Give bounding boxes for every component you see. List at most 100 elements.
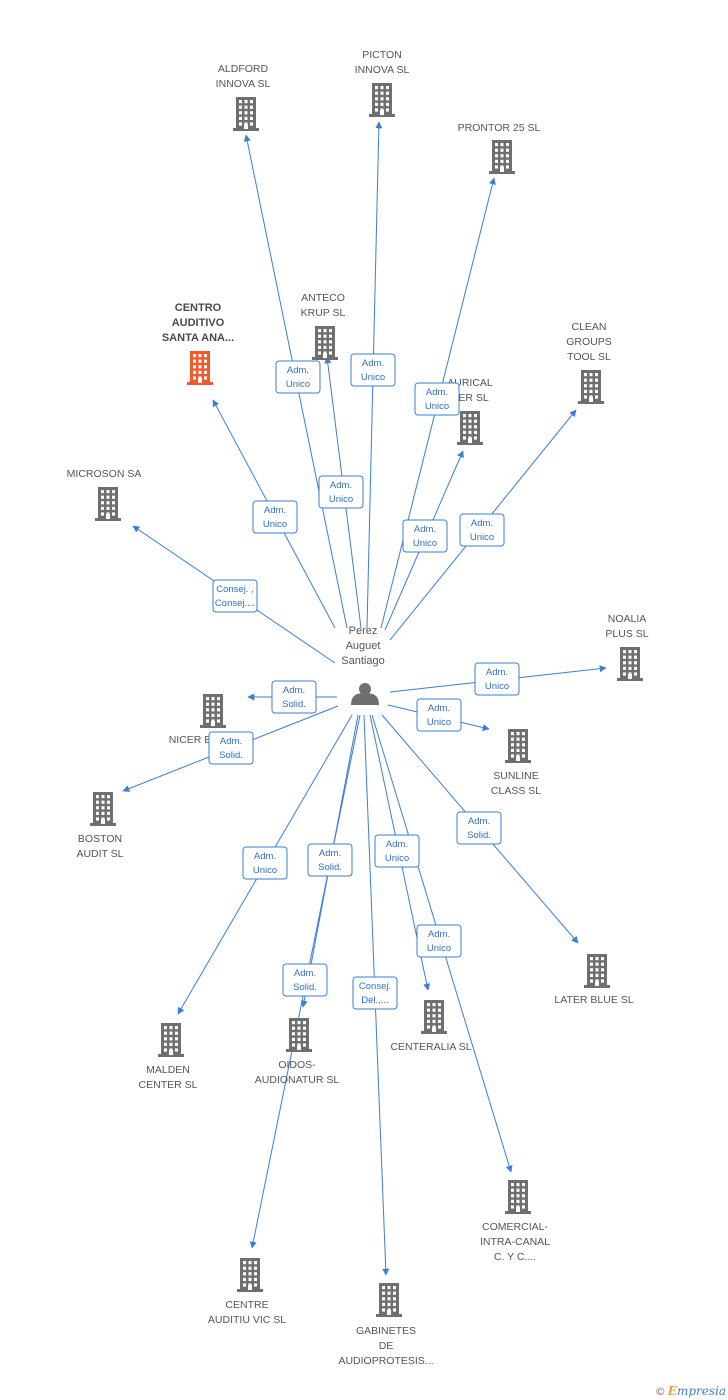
edge-role-text: Consej. , bbox=[216, 584, 254, 595]
person-name-line: Perez bbox=[349, 625, 378, 637]
company-label-nicer[interactable]: NICER B bbox=[169, 734, 212, 746]
edge-role-text: Adm. bbox=[330, 480, 352, 491]
edge-role-text: Adm. bbox=[294, 968, 316, 979]
edge-role-text: Adm. bbox=[264, 505, 286, 516]
company-label-centre[interactable]: CENTRE AUDITIU VIC SL bbox=[208, 1299, 286, 1326]
company-building-icon-clean[interactable] bbox=[578, 370, 604, 404]
edge-role-text: Del.,... bbox=[361, 995, 388, 1006]
company-building-icon-oidos[interactable] bbox=[286, 1018, 312, 1052]
person-name-line: Santiago bbox=[341, 655, 384, 667]
edge-role-badge[interactable]: Adm.Unico bbox=[416, 698, 462, 732]
company-label-line: SER SL bbox=[451, 392, 489, 404]
company-building-icon-noalia[interactable] bbox=[617, 647, 643, 681]
company-label-clean[interactable]: CLEAN GROUPS TOOL SL bbox=[566, 321, 612, 363]
edge-role-text: Unico bbox=[427, 717, 451, 728]
edge-role-text: Consej. bbox=[359, 981, 391, 992]
edge-role-badge[interactable]: Adm. Solid. bbox=[208, 731, 254, 765]
company-building-icon-aldford[interactable] bbox=[233, 97, 259, 131]
company-building-icon-comercial[interactable] bbox=[505, 1180, 531, 1214]
edge-role-text: Adm. bbox=[220, 736, 242, 747]
company-label-line: TOOL SL bbox=[567, 351, 611, 363]
edge-role-badge[interactable]: Adm. Unico bbox=[414, 382, 460, 416]
company-label-line: AUDITIVO bbox=[172, 317, 225, 329]
company-label-line: GABINETES bbox=[356, 1325, 416, 1337]
company-label-centeralia[interactable]: CENTERALIA SL bbox=[390, 1041, 471, 1053]
edge-role-badge[interactable]: Adm. Unico bbox=[242, 846, 288, 880]
company-building-icon-centeralia[interactable] bbox=[421, 1000, 447, 1034]
company-label-picton[interactable]: PICTON INNOVA SL bbox=[355, 49, 410, 76]
person-name-line: Auguet bbox=[346, 640, 381, 652]
company-label-later[interactable]: LATER BLUE SL bbox=[554, 994, 633, 1006]
company-label-line: BOSTON bbox=[78, 833, 122, 845]
company-label-line: GROUPS bbox=[566, 336, 612, 348]
company-building-icon-prontor[interactable] bbox=[489, 140, 515, 174]
edge-role-badge[interactable]: Adm.Unico bbox=[402, 519, 448, 553]
company-building-icon-anteco[interactable] bbox=[312, 326, 338, 360]
company-label-line: CLASS SL bbox=[491, 785, 541, 797]
edge-role-badge[interactable]: Consej. Del.,... bbox=[352, 976, 398, 1010]
edge-role-text: Adm. bbox=[319, 848, 341, 859]
company-label-oidos[interactable]: OIDOS-AUDIONATUR SL bbox=[255, 1059, 340, 1086]
company-label-line: SANTA ANA... bbox=[162, 332, 234, 344]
brand-name: mpresia bbox=[676, 1384, 726, 1398]
company-building-icon-later[interactable] bbox=[584, 954, 610, 988]
edge-role-text: Unico bbox=[263, 519, 287, 530]
company-building-icon-centre[interactable] bbox=[237, 1258, 263, 1292]
edge-role-badge[interactable]: Adm.Solid. bbox=[271, 680, 317, 714]
person-icon bbox=[351, 683, 379, 705]
company-building-icon-nicer[interactable] bbox=[200, 694, 226, 728]
company-building-icon-sunline[interactable] bbox=[505, 729, 531, 763]
company-label-line: CLEAN bbox=[571, 321, 606, 333]
copyright-symbol: © bbox=[654, 1385, 666, 1398]
edge-role-text: Solid. bbox=[219, 750, 243, 761]
company-building-icon-centro[interactable] bbox=[187, 351, 213, 385]
company-label-microson[interactable]: MICROSON SA bbox=[67, 468, 142, 480]
company-label-line: AUDITIU VIC SL bbox=[208, 1314, 286, 1326]
company-label-line: PICTON bbox=[362, 49, 401, 61]
company-building-icon-boston[interactable] bbox=[90, 792, 116, 826]
company-building-icon-aurical[interactable] bbox=[457, 411, 483, 445]
edge-role-badge[interactable]: Adm.Solid. bbox=[282, 963, 328, 997]
edge-role-badge[interactable]: Adm.Unico bbox=[474, 662, 520, 696]
company-building-icon-gabinetes[interactable] bbox=[376, 1283, 402, 1317]
edge-role-badge[interactable]: Adm.Unico bbox=[416, 924, 462, 958]
edge-role-text: Adm. bbox=[254, 851, 276, 862]
company-building-icon-picton[interactable] bbox=[369, 83, 395, 117]
edge-role-badge[interactable]: Adm.Unico bbox=[374, 834, 420, 868]
company-label-line: INNOVA SL bbox=[355, 64, 410, 76]
edge-role-badge[interactable]: Adm.Unico bbox=[275, 360, 321, 394]
edge-role-badge[interactable]: Adm.Unico bbox=[459, 513, 505, 547]
edge-role-text: Unico bbox=[427, 943, 451, 954]
edge-role-badge[interactable]: Adm.Solid. bbox=[307, 843, 353, 877]
company-label-line: PLUS SL bbox=[605, 628, 648, 640]
company-label-line: ANTECO bbox=[301, 292, 345, 304]
company-label-prontor[interactable]: PRONTOR 25 SL bbox=[458, 122, 541, 134]
company-label-gabinetes[interactable]: GABINETESDEAUDIOPROTESIS... bbox=[338, 1325, 433, 1367]
edge-role-text: Adm. bbox=[426, 387, 448, 398]
edge-role-text: Unico bbox=[425, 401, 449, 412]
company-label-line: MALDEN bbox=[146, 1064, 190, 1076]
company-label-line: CENTRE bbox=[225, 1299, 268, 1311]
company-building-icon-malden[interactable] bbox=[158, 1023, 184, 1057]
edge-role-text: Unico bbox=[329, 494, 353, 505]
edge-role-badge[interactable]: Consej. ,Consej.... bbox=[212, 579, 258, 613]
edge-role-badge[interactable]: Adm. Unico bbox=[318, 475, 364, 509]
edge-role-badge[interactable]: Adm.Solid. bbox=[456, 811, 502, 845]
edge-role-text: Unico bbox=[253, 865, 277, 876]
edge-role-badge[interactable]: Adm.Unico bbox=[350, 353, 396, 387]
company-label-line: AUDIOPROTESIS... bbox=[338, 1355, 433, 1367]
edge-role-text: Adm. bbox=[486, 667, 508, 678]
edge-role-text: Adm. bbox=[287, 365, 309, 376]
edge-role-badge[interactable]: Adm. Unico bbox=[252, 500, 298, 534]
company-building-icon-microson[interactable] bbox=[95, 487, 121, 521]
